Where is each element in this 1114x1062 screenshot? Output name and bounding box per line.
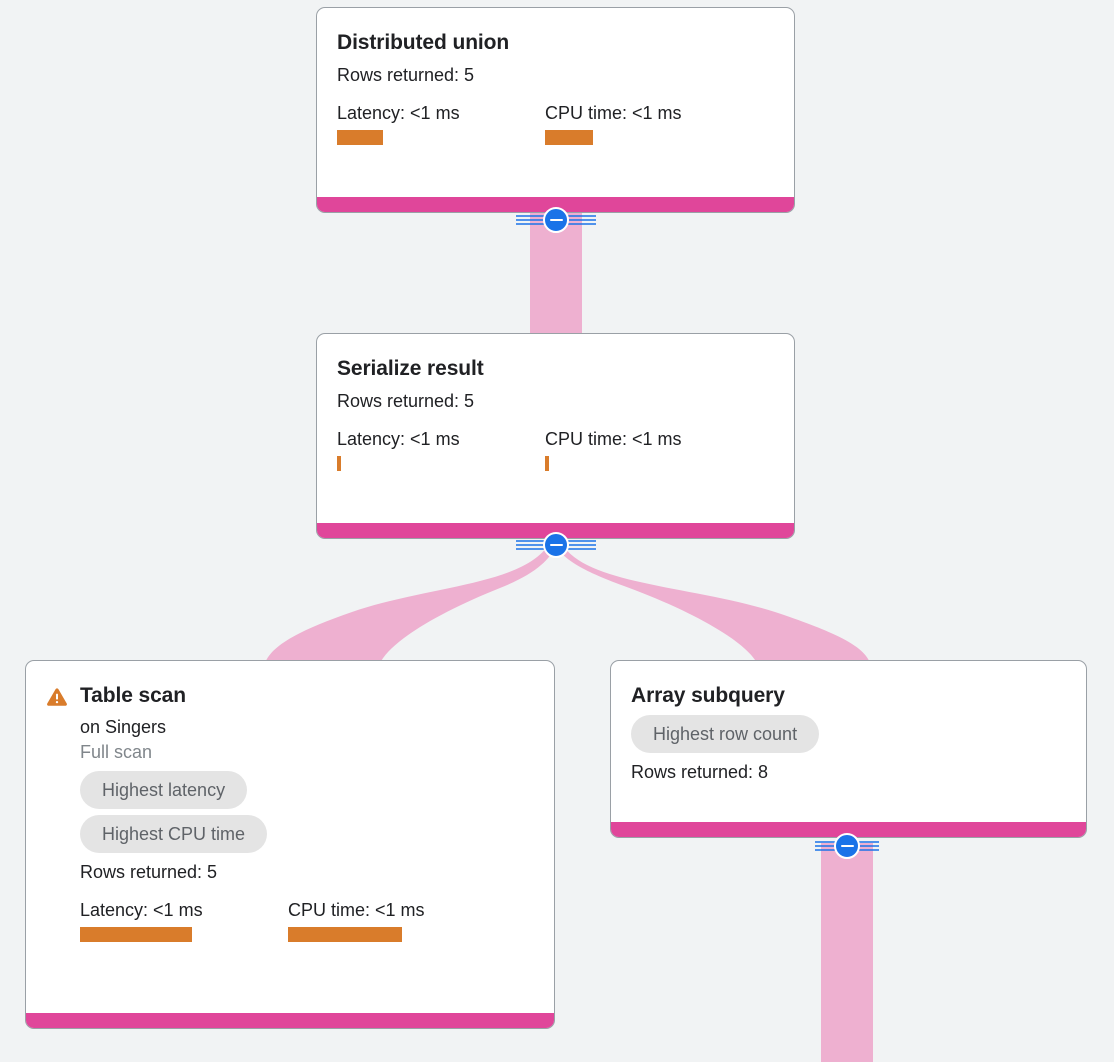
rows-returned: Rows returned: 5 — [80, 862, 218, 882]
cpu-time-label: CPU time: <1 ms — [545, 429, 682, 449]
node-title: Serialize result — [337, 357, 484, 380]
minus-glyph — [549, 543, 563, 547]
metrics-row: Latency: <1 ms CPU time: <1 ms — [337, 428, 774, 471]
rows-returned: Rows returned: 5 — [337, 391, 475, 411]
metric-cpu-time: CPU time: <1 ms — [545, 102, 682, 145]
cpu-time-label: CPU time: <1 ms — [288, 900, 425, 920]
toggle-serialize-result[interactable] — [514, 530, 598, 560]
metrics-row: Latency: <1 ms CPU time: <1 ms — [337, 102, 774, 145]
latency-label: Latency: <1 ms — [80, 900, 203, 920]
node-title: Table scan — [80, 684, 186, 707]
node-header: Serialize result — [337, 356, 774, 382]
cpu-time-label: CPU time: <1 ms — [545, 103, 682, 123]
edge-array-subquery-to-child — [821, 843, 873, 1062]
node-subtitle: on Singers — [80, 717, 167, 737]
node-header: Table scan on Singers Full scan Highest … — [46, 683, 534, 942]
minus-circle-icon[interactable] — [543, 207, 569, 233]
node-accent-bar — [317, 523, 794, 538]
badge-highest-latency: Highest latency — [80, 771, 248, 809]
rows-returned: Rows returned: 5 — [337, 65, 475, 85]
node-accent-bar — [611, 822, 1086, 837]
node-table-scan[interactable]: Table scan on Singers Full scan Highest … — [25, 660, 555, 1029]
edge-serialize-result-to-table-scan — [265, 540, 556, 663]
minus-glyph — [840, 844, 854, 848]
latency-label: Latency: <1 ms — [337, 103, 460, 123]
latency-label: Latency: <1 ms — [337, 429, 460, 449]
metrics-row: Latency: <1 ms CPU time: <1 ms — [80, 899, 534, 942]
rows-returned: Rows returned: 8 — [631, 762, 769, 782]
node-accent-bar — [317, 197, 794, 212]
toggle-array-subquery[interactable] — [805, 831, 889, 861]
metric-latency: Latency: <1 ms — [80, 899, 288, 942]
node-body: Array subquery Highest row count Rows re… — [611, 661, 1086, 793]
minus-circle-icon[interactable] — [834, 833, 860, 859]
node-title: Distributed union — [337, 31, 510, 54]
toggle-distributed-union[interactable] — [514, 205, 598, 235]
latency-bar — [80, 927, 192, 942]
metric-cpu-time: CPU time: <1 ms — [545, 428, 682, 471]
chip-row: Highest CPU time — [80, 809, 534, 853]
toggle-rails-icon — [516, 215, 596, 225]
toggle-rails-icon — [815, 841, 879, 851]
chip-row: Highest row count — [631, 709, 1066, 753]
node-array-subquery[interactable]: Array subquery Highest row count Rows re… — [610, 660, 1087, 838]
node-title: Array subquery — [631, 684, 785, 707]
latency-bar — [337, 456, 341, 471]
toggle-rails-icon — [516, 540, 596, 550]
cpu-time-bar — [288, 927, 402, 942]
node-header: Array subquery Highest row count Rows re… — [631, 683, 1066, 785]
node-body: Distributed union Rows returned: 5 Laten… — [317, 8, 794, 153]
node-header: Distributed union — [337, 30, 774, 56]
cpu-time-bar — [545, 456, 549, 471]
node-serialize-result[interactable]: Serialize result Rows returned: 5 Latenc… — [316, 333, 795, 539]
node-body: Serialize result Rows returned: 5 Latenc… — [317, 334, 794, 479]
node-accent-bar — [26, 1013, 554, 1028]
edge-serialize-result-to-array-subquery — [556, 540, 870, 663]
metric-cpu-time: CPU time: <1 ms — [288, 899, 425, 942]
minus-glyph — [549, 218, 563, 222]
minus-circle-icon[interactable] — [543, 532, 569, 558]
node-note: Full scan — [80, 742, 153, 762]
metric-latency: Latency: <1 ms — [337, 102, 545, 145]
warning-icon — [47, 688, 67, 706]
node-body: Table scan on Singers Full scan Highest … — [26, 661, 554, 950]
node-distributed-union[interactable]: Distributed union Rows returned: 5 Laten… — [316, 7, 795, 213]
metric-latency: Latency: <1 ms — [337, 428, 545, 471]
badge-highest-cpu-time: Highest CPU time — [80, 815, 268, 853]
badge-highest-row-count: Highest row count — [631, 715, 820, 753]
chip-row: Highest latency — [80, 765, 534, 809]
cpu-time-bar — [545, 130, 593, 145]
latency-bar — [337, 130, 383, 145]
